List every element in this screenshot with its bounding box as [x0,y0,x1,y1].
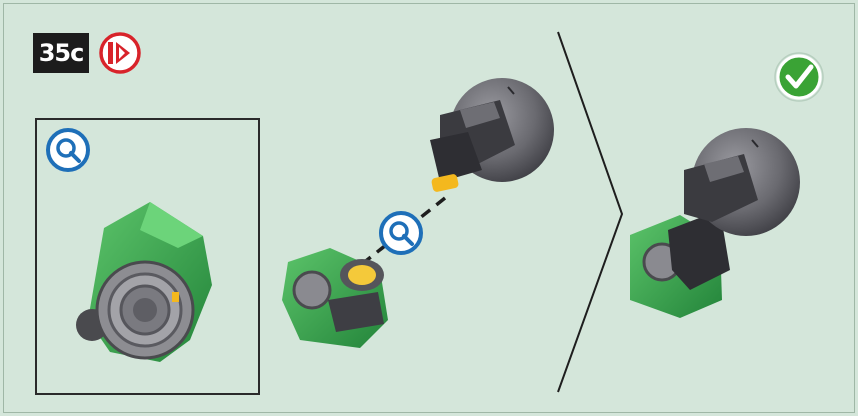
torso-piece-illustration [282,248,388,348]
magnifier-icon [381,213,421,253]
play-sequence-icon [101,34,139,72]
chevron-right-icon [558,32,622,392]
checkmark-icon [775,53,823,101]
head-piece-illustration [430,78,554,193]
torso-closeup-illustration [76,202,212,362]
assembled-result-illustration [630,128,800,318]
magnifier-icon [48,130,88,170]
